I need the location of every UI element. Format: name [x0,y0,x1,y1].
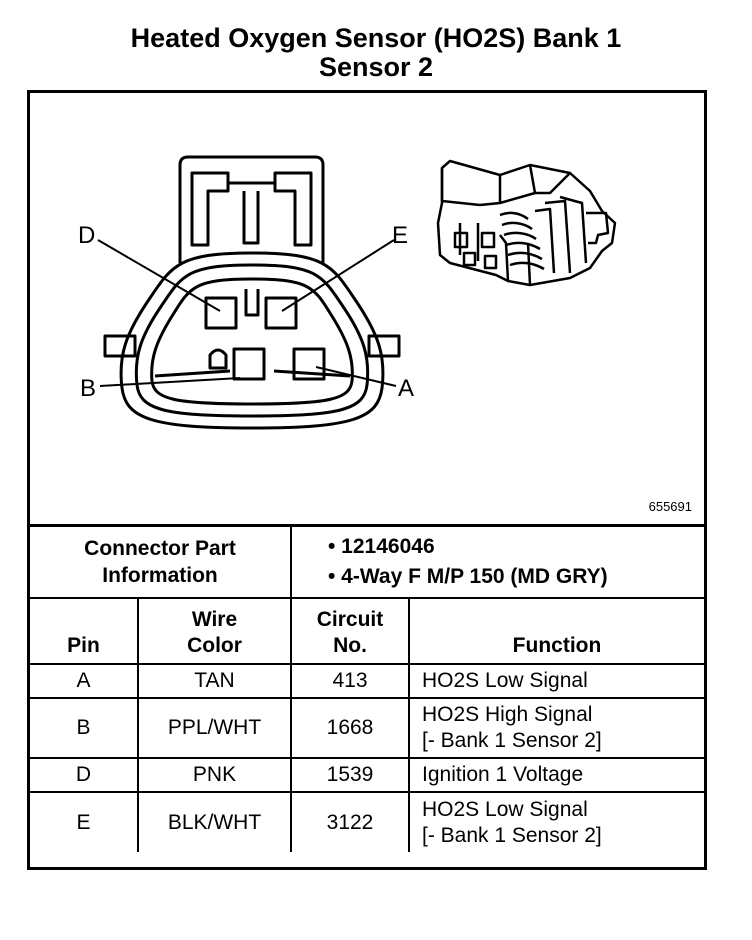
table-row: B PPL/WHT 1668 HO2S High Signal [- Bank … [30,697,704,759]
label-e: E [392,222,408,249]
wire-cell: PPL/WHT [137,697,292,759]
label-d: D [78,222,95,249]
pin-cell: E [30,791,139,852]
table-row: A TAN 413 HO2S Low Signal [30,663,704,699]
circuit-cell: 1539 [290,757,410,793]
cavity-b [232,347,266,381]
right-tab [367,334,401,358]
cavity-d [204,296,238,330]
connector-part-number: • 12146046 [328,535,435,558]
page-title: Heated Oxygen Sensor (HO2S) Bank 1 Senso… [0,24,752,82]
function-cell: HO2S Low Signal [- Bank 1 Sensor 2] [408,791,704,852]
wire-cell: PNK [137,757,292,793]
connector-latch [178,155,325,263]
function-cell: HO2S Low Signal [408,663,704,699]
connector-outer-shell [119,251,385,430]
table-header: Pin Wire Color Circuit No. Function [30,597,704,665]
connector-info-list: • 12146046 • 4-Way F M/P 150 (MD GRY) [290,524,704,599]
function-cell: HO2S High Signal [- Bank 1 Sensor 2] [408,697,704,759]
leader-d [97,239,221,312]
connector-frame: D E B A 655691 Connector [27,90,707,870]
wire-cell: TAN [137,663,292,699]
label-b: B [80,375,96,402]
circuit-cell: 413 [290,663,410,699]
cavity-e [264,296,298,330]
pinout-table: Connector Part Information • 12146046 • … [30,524,704,852]
function-cell: Ignition 1 Voltage [408,757,704,793]
figure-id: 655691 [648,499,692,514]
left-tab [103,334,137,358]
wire-cell: BLK/WHT [137,791,292,852]
header-wire-color: Wire Color [137,597,292,665]
pin-cell: A [30,663,139,699]
circuit-cell: 3122 [290,791,410,852]
circuit-cell: 1668 [290,697,410,759]
table-row: E BLK/WHT 3122 HO2S Low Signal [- Bank 1… [30,791,704,852]
title-line-2: Sensor 2 [318,52,434,82]
label-a: A [398,375,414,402]
leader-e [281,239,395,312]
leader-b [99,377,241,387]
header-circuit-no: Circuit No. [290,597,410,665]
pin-cell: D [30,757,139,793]
connector-description: • 4-Way F M/P 150 (MD GRY) [328,565,608,588]
connector-perspective-icon [436,159,617,287]
connector-info-row: Connector Part Information • 12146046 • … [30,524,704,599]
title-line-1: Heated Oxygen Sensor (HO2S) Bank 1 [130,23,622,53]
cavity-a [292,347,326,381]
pin-cell: B [30,697,139,759]
header-pin: Pin [30,597,139,665]
leader-a [315,366,397,387]
connector-diagram: D E B A [78,155,617,430]
connector-info-label: Connector Part Information [30,524,292,599]
table-row: D PNK 1539 Ignition 1 Voltage [30,757,704,793]
header-function: Function [408,597,704,665]
